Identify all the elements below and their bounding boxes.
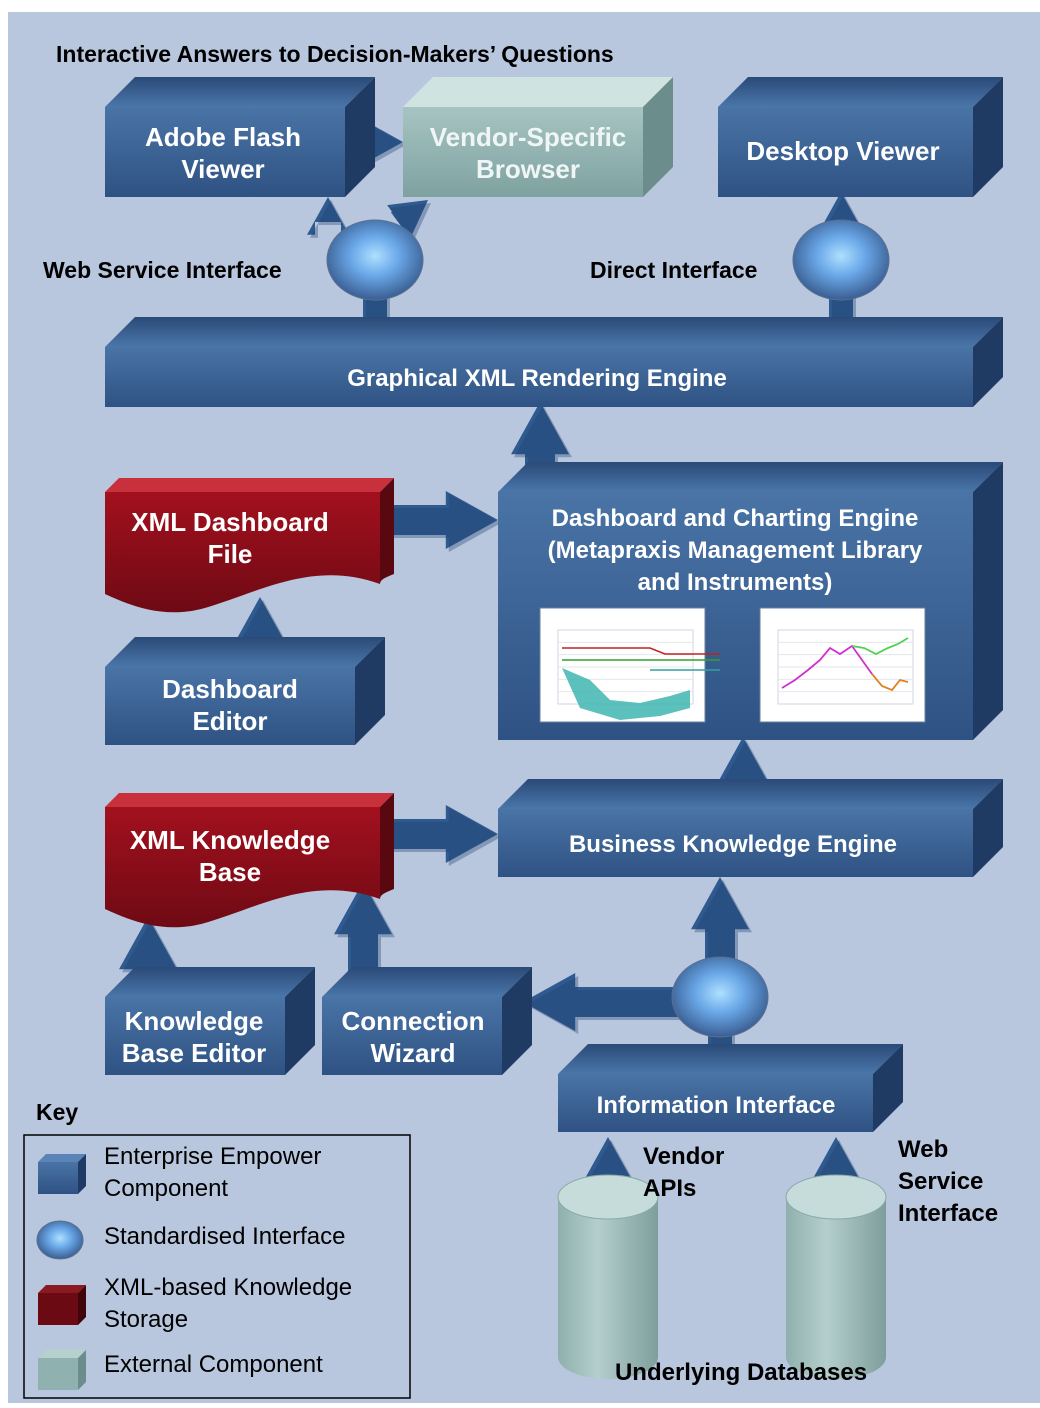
dashboard-chart-thumbnail-2 xyxy=(759,607,926,723)
dashboard-editor-label-line: Dashboard xyxy=(162,674,298,704)
arrow-kb-to-knowledge xyxy=(378,805,501,866)
information-interface xyxy=(558,1044,903,1132)
xml-knowledge-base-label-line: XML Knowledge xyxy=(130,825,330,855)
direct-interface-ball xyxy=(792,219,890,301)
web-service-bottom-label-line: Web xyxy=(898,1136,948,1163)
key-swatch-external xyxy=(38,1350,86,1390)
underlying-databases-label-line: Underlying Databases xyxy=(615,1359,867,1386)
key-swatch-component xyxy=(38,1154,86,1194)
diagram-title: Interactive Answers to Decision-Makers’ … xyxy=(56,41,614,67)
rendering-engine-label-line: Graphical XML Rendering Engine xyxy=(347,365,727,392)
xml-knowledge-base-label-line: Base xyxy=(199,857,261,887)
key-swatch-storage xyxy=(38,1285,86,1325)
key-label-component-line: Enterprise Empower xyxy=(104,1143,321,1170)
web-service-interface-ball xyxy=(326,219,424,301)
key-label-external-line: External Component xyxy=(104,1351,323,1378)
key-swatch-interface xyxy=(36,1220,84,1260)
adobe-flash-viewer xyxy=(105,77,375,197)
kb-editor-label-line: Knowledge xyxy=(125,1006,264,1036)
vendor-browser-label-line: Vendor-Specific xyxy=(430,122,627,152)
arrow-dashfile-to-dashboard xyxy=(378,491,501,552)
dashboard-engine-label: Dashboard and Charting Engine (Metapraxis… xyxy=(548,505,923,596)
vendor-apis-label-line: Vendor xyxy=(643,1143,724,1170)
vendor-apis-label-line: APIs xyxy=(643,1175,696,1202)
web-service-database-cylinder xyxy=(785,1174,887,1379)
key-label-interface-line: Standardised Interface xyxy=(104,1223,346,1250)
rendering-engine-label: Graphical XML Rendering Engine xyxy=(347,365,727,392)
dashboard-engine-label-line: Dashboard and Charting Engine xyxy=(552,505,919,532)
vendor-specific-browser xyxy=(403,77,673,197)
web-service-bottom-label-line: Service xyxy=(898,1168,983,1195)
key-label-interface: Standardised Interface xyxy=(104,1223,346,1250)
dashboard-chart-thumbnail-1 xyxy=(539,607,720,723)
connection-wizard xyxy=(322,967,532,1075)
web-service-bottom-label-line: Interface xyxy=(898,1200,998,1227)
desktop-viewer-label: Desktop Viewer xyxy=(746,136,939,166)
knowledge-engine-label: Business Knowledge Engine xyxy=(569,831,897,858)
arrow-interface-to-flash xyxy=(307,197,352,238)
arrow-dashboard-to-render xyxy=(511,402,572,475)
arrow-interface-to-browser xyxy=(387,200,431,241)
knowledge-base-editor xyxy=(105,967,315,1075)
key-title-line: Key xyxy=(36,1099,78,1125)
vendor-browser-label-line: Browser xyxy=(476,154,580,184)
key-label-storage-line: XML-based Knowledge xyxy=(104,1274,352,1301)
desktop-viewer xyxy=(718,77,1003,197)
key-label-component-line: Component xyxy=(104,1175,228,1202)
business-knowledge-engine xyxy=(498,779,1003,877)
xml-knowledge-base xyxy=(105,793,394,928)
component-boxes xyxy=(23,77,1003,1399)
dashboard-editor xyxy=(105,637,385,745)
diagram-labels: Interactive Answers to Decision-Makers’ … xyxy=(36,41,998,1386)
key-title: Key xyxy=(36,1099,78,1125)
direct-interface-label: Direct Interface xyxy=(590,257,757,283)
vendor-database-cylinder xyxy=(557,1174,659,1379)
graphical-xml-rendering-engine xyxy=(105,317,1003,407)
connection-wizard-label-line: Connection xyxy=(342,1006,485,1036)
xml-dashboard-file-label-line: XML Dashboard xyxy=(131,507,328,537)
web-service-interface-label: Web Service Interface xyxy=(43,257,282,283)
adobe-flash-viewer-label-line: Viewer xyxy=(181,154,264,184)
xml-dashboard-file-label-line: File xyxy=(208,539,253,569)
xml-dashboard-file xyxy=(105,478,394,613)
information-interface-label: Information Interface xyxy=(597,1092,836,1119)
desktop-viewer-label-line: Desktop Viewer xyxy=(746,136,939,166)
arrow-interface-to-knowledge xyxy=(691,877,752,975)
key-frame xyxy=(23,1134,411,1399)
knowledge-engine-label-line: Business Knowledge Engine xyxy=(569,831,897,858)
diagram-canvas: Interactive Answers to Decision-Makers’ … xyxy=(8,12,1040,1403)
connection-wizard-label-line: Wizard xyxy=(371,1038,456,1068)
dashboard-engine-label-line: and Instruments) xyxy=(638,569,833,596)
kb-editor-label-line: Base Editor xyxy=(122,1038,267,1068)
diagram-title-line: Interactive Answers to Decision-Makers’ … xyxy=(56,41,614,67)
underlying-databases-label: Underlying Databases xyxy=(615,1359,867,1386)
adobe-flash-viewer-label-line: Adobe Flash xyxy=(145,122,301,152)
information-interface-ball xyxy=(671,956,769,1038)
dashboard-engine-label-line: (Metapraxis Management Library xyxy=(548,537,923,564)
key-label-external: External Component xyxy=(104,1351,323,1378)
direct-interface-label-line: Direct Interface xyxy=(590,257,757,283)
key-label-storage-line: Storage xyxy=(104,1306,188,1333)
information-interface-label-line: Information Interface xyxy=(597,1092,836,1119)
dashboard-editor-label-line: Editor xyxy=(192,706,267,736)
web-service-interface-label-line: Web Service Interface xyxy=(43,257,282,283)
arrow-interface-to-wizard xyxy=(523,973,701,1034)
